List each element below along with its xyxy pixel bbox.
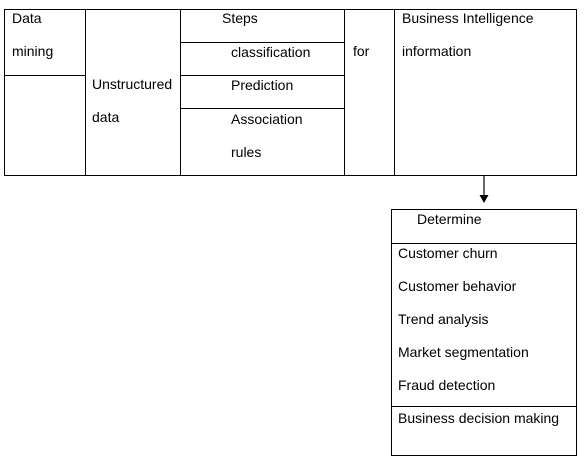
determine-header: Determine — [417, 211, 482, 227]
determine-box — [391, 209, 577, 456]
determine-item-trend-analysis: Trend analysis — [398, 311, 489, 327]
steps-item-classification: classification — [231, 44, 311, 60]
steps-divider-1 — [180, 42, 345, 43]
determine-item-market-segmentation: Market segmentation — [398, 344, 529, 360]
determine-divider-bottom — [391, 406, 577, 407]
for-cell — [344, 9, 395, 176]
steps-cell — [180, 9, 345, 176]
business-intelligence-cell — [394, 9, 577, 176]
data-mining-label-line1: Data — [12, 10, 42, 26]
data-mining-cell — [4, 9, 86, 176]
unstructured-data-line1: Unstructured — [92, 76, 173, 92]
data-mining-label-line2: mining — [12, 43, 54, 59]
determine-item-customer-behavior: Customer behavior — [398, 278, 517, 294]
steps-item-association: Association — [231, 111, 303, 127]
steps-divider-3 — [180, 108, 345, 109]
for-label: for — [353, 43, 370, 59]
steps-item-rules: rules — [231, 144, 262, 160]
determine-divider-top — [391, 243, 577, 244]
steps-item-prediction: Prediction — [231, 77, 294, 93]
unstructured-data-line2: data — [92, 109, 120, 125]
steps-divider-2 — [180, 75, 345, 76]
down-arrow-icon — [479, 176, 489, 203]
steps-header: Steps — [222, 10, 258, 26]
determine-item-fraud-detection: Fraud detection — [398, 377, 496, 393]
unstructured-data-cell — [85, 9, 181, 176]
data-mining-divider — [4, 75, 86, 76]
determine-footer: Business decision making — [398, 410, 560, 426]
business-intelligence-line2: information — [402, 43, 472, 59]
determine-item-customer-churn: Customer churn — [398, 245, 498, 261]
business-intelligence-line1: Business Intelligence — [402, 10, 534, 26]
